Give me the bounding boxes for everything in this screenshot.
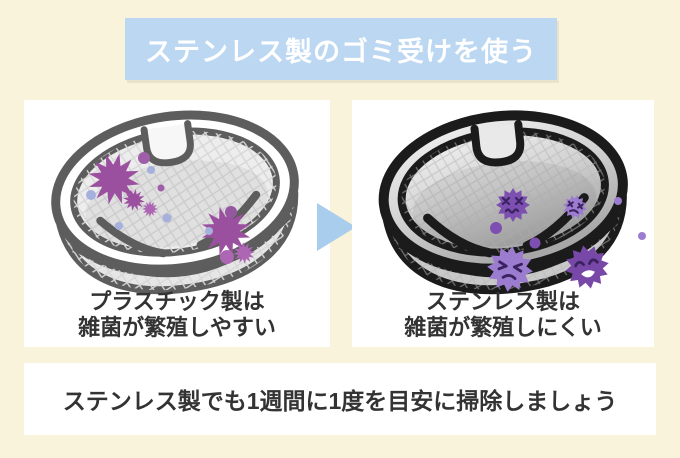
germ-dot	[490, 222, 502, 234]
footer-note-box: ステンレス製でも1週間に1度を目安に掃除しましょう	[24, 363, 656, 435]
germ-dot	[638, 232, 646, 240]
before-caption-line1: プラスチック製は	[89, 289, 265, 315]
after-panel: ステンレス製は 雑菌が繁殖しにくい	[352, 100, 654, 347]
footer-note: ステンレス製でも1週間に1度を目安に掃除しましょう	[62, 388, 618, 414]
title-banner: ステンレス製のゴミ受けを使う	[125, 18, 557, 80]
before-caption: プラスチック製は 雑菌が繁殖しやすい	[24, 289, 330, 341]
before-caption-line2: 雑菌が繁殖しやすい	[78, 315, 276, 341]
after-caption-line1: ステンレス製は	[425, 289, 580, 315]
plastic-strainer-illustration	[51, 110, 299, 295]
germ-icon	[496, 188, 530, 222]
plastic-basket	[51, 110, 299, 295]
germ-icon	[563, 195, 587, 219]
germ-icon	[565, 245, 609, 289]
stainless-strainer-illustration	[378, 110, 646, 295]
before-panel: プラスチック製は 雑菌が繁殖しやすい	[24, 100, 330, 347]
germ-icon	[487, 246, 533, 292]
germ-stain-splats	[86, 152, 255, 264]
page-title: ステンレス製のゴミ受けを使う	[145, 36, 537, 67]
germ-dot	[529, 237, 541, 249]
arrow-right-icon	[317, 203, 356, 251]
germ-characters	[487, 188, 646, 292]
after-caption: ステンレス製は 雑菌が繁殖しにくい	[352, 289, 654, 341]
after-caption-line2: 雑菌が繁殖しにくい	[404, 315, 602, 341]
germ-dot	[614, 197, 622, 205]
